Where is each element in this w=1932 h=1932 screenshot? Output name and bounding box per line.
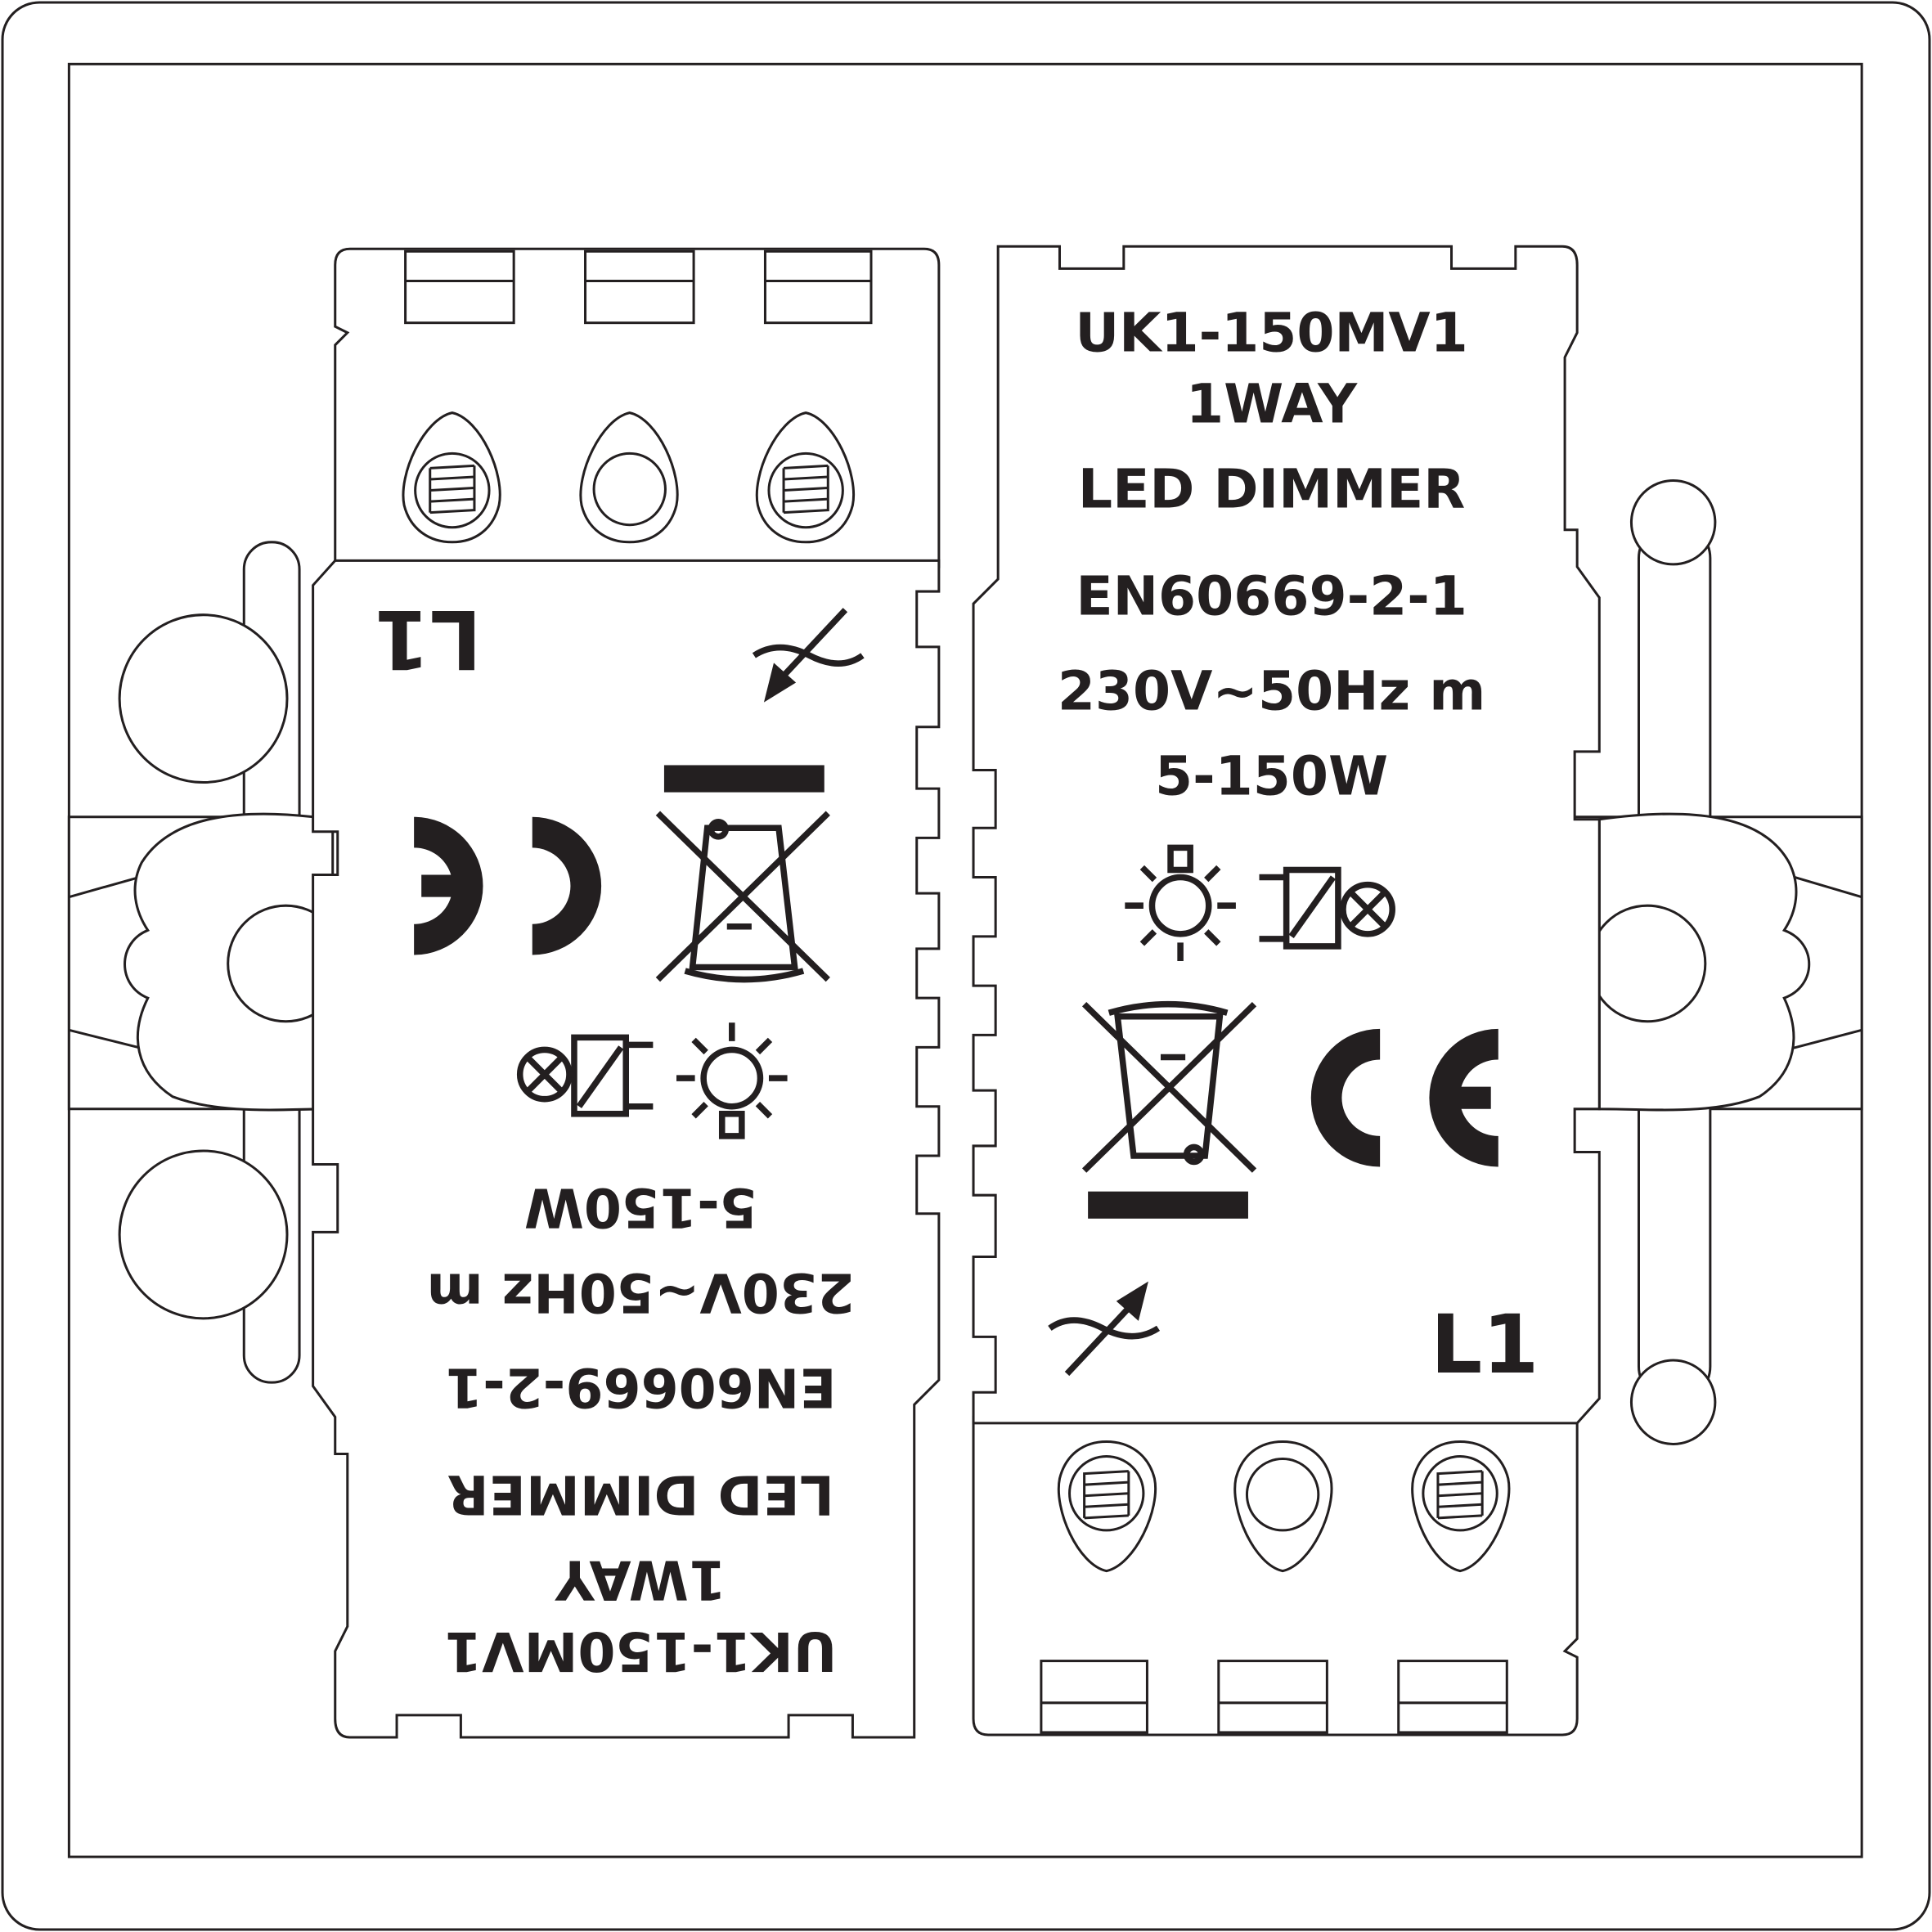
adjustable-dimming-icon	[1048, 1281, 1161, 1377]
load-text: 5-150W	[1155, 744, 1388, 808]
terminal-l1-label: L1	[373, 591, 482, 685]
load-text: 5-150W	[524, 1176, 757, 1240]
dimmer-module: UK1-150MV1 1WAY LED DIMMER EN60669-2-1 2…	[972, 245, 1601, 1737]
dimmer-circuit-icon	[1259, 866, 1395, 950]
model-text: UK1-150MV1	[1075, 300, 1467, 364]
type-text: LED DIMMER	[1078, 457, 1465, 521]
terminal-screws	[1057, 1440, 1511, 1573]
weee-crossed-bin-icon	[1081, 1000, 1257, 1219]
standard-text: EN60669-2-1	[1076, 564, 1467, 628]
dimmer-module-rotated: UK1-150MV1 1WAY LED DIMMER EN60669-2-1 2…	[312, 247, 941, 1739]
left-screw-bottom	[118, 1149, 289, 1320]
right-screw-top	[1629, 479, 1717, 566]
dimmer-circuit-icon	[516, 1034, 654, 1117]
terminal-clamps	[1040, 1660, 1508, 1734]
terminal-screws	[402, 411, 856, 544]
ways-text: 1WAY	[555, 1548, 726, 1612]
type-text: LED DIMMER	[447, 1463, 834, 1527]
ce-mark-icon	[1310, 1028, 1498, 1167]
terminal-l1-label: L1	[1431, 1298, 1539, 1392]
lamp-icon	[1125, 844, 1236, 961]
ways-text: 1WAY	[1186, 372, 1358, 436]
model-text: UK1-150MV1	[444, 1620, 837, 1683]
right-screw-bottom	[1629, 1359, 1717, 1445]
left-screw-top	[118, 613, 289, 784]
lamp-icon	[676, 1022, 788, 1139]
terminal-clamps	[404, 249, 873, 325]
ce-mark-icon	[414, 816, 602, 955]
right-clip-hole	[1588, 904, 1707, 1023]
adjustable-dimming-icon	[752, 608, 865, 703]
supply-text: 230V~50Hz m	[1058, 659, 1486, 723]
weee-crossed-bin-icon	[655, 765, 830, 983]
standard-text: EN60669-2-1	[445, 1356, 837, 1420]
supply-text: 230V~50Hz m	[427, 1261, 856, 1325]
